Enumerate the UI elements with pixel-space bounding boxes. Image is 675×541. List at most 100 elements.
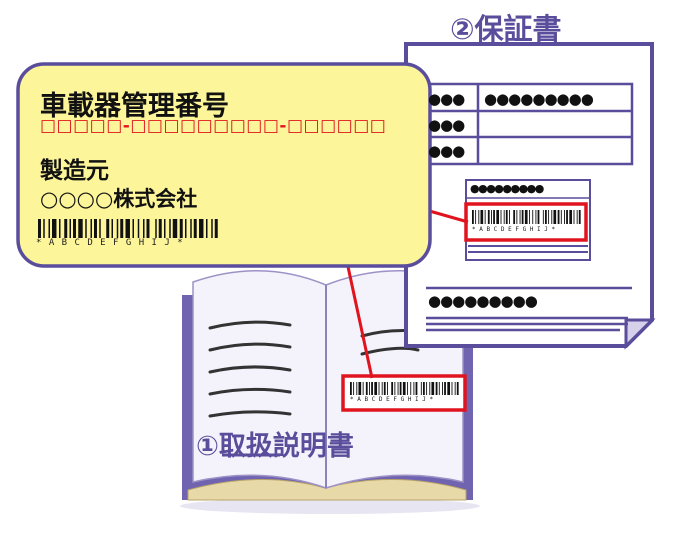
- barcode-bar: [155, 219, 157, 238]
- barcode-bar: [438, 382, 440, 395]
- barcode-bar: [369, 382, 370, 395]
- manual-title: ①取扱説明書: [196, 431, 354, 462]
- barcode-bar: [179, 219, 183, 238]
- barcode-bar: [415, 382, 418, 395]
- barcode-bar: [410, 382, 412, 395]
- barcode-bar: [557, 210, 560, 224]
- barcode-bar: [480, 210, 484, 224]
- barcode-bar: [456, 382, 459, 395]
- barcode-bar: [496, 210, 500, 224]
- barcode-bar: [532, 210, 534, 224]
- barcode-bar: [64, 219, 68, 238]
- barcode-bar: [560, 210, 562, 224]
- barcode-bar: [52, 219, 57, 238]
- barcode-bar: [214, 219, 218, 238]
- barcode-bar: [509, 210, 510, 224]
- warranty-barcode: [472, 210, 581, 224]
- barcode-bar: [387, 382, 388, 395]
- warranty-barcode-text: * A B C D E F G H I J *: [472, 226, 556, 233]
- barcode-bar: [206, 219, 208, 238]
- barcode-bar: [85, 219, 87, 238]
- barcode-bar: [553, 210, 557, 224]
- barcode-bar: [190, 219, 192, 238]
- warranty-label-dots: ●●●●●●●●●: [470, 182, 544, 195]
- card-barcode-text: * A B C D E F G H I J *: [36, 238, 184, 248]
- barcode-bar: [493, 210, 495, 224]
- manual-barcode-text: * A B C D E F G H I J *: [350, 396, 434, 403]
- barcode-bar: [402, 382, 406, 395]
- barcode-bar: [548, 210, 550, 224]
- barcode-bar: [356, 382, 358, 395]
- warranty-title: ②保証書: [450, 12, 562, 46]
- barcode-bar: [169, 219, 171, 238]
- barcode-bar: [569, 210, 573, 224]
- barcode-bar: [374, 382, 378, 395]
- barcode-bar: [524, 210, 528, 224]
- barcode-bar: [94, 219, 97, 238]
- barcode-bar: [505, 210, 508, 224]
- barcode-bar: [544, 210, 547, 224]
- barcode-bar: [535, 210, 537, 224]
- card-maker-label: 製造元: [40, 158, 109, 184]
- barcode-bar: [399, 382, 402, 395]
- warranty-table-cell: ●●●: [428, 142, 465, 160]
- barcode-bar: [513, 210, 516, 224]
- barcode-bar: [143, 219, 145, 238]
- barcode-bar: [422, 382, 425, 395]
- barcode-bar: [576, 210, 578, 224]
- barcode-bar: [125, 219, 130, 238]
- manual-book: [180, 270, 480, 514]
- barcode-bar: [566, 210, 568, 224]
- barcode-bar: [132, 219, 134, 238]
- barcode-bar: [381, 382, 383, 395]
- barcode-bar: [491, 210, 492, 224]
- card-title: 車載器管理番号: [40, 91, 229, 122]
- barcode-bar: [472, 210, 474, 224]
- warranty-table-cell: ●●●: [428, 116, 465, 134]
- barcode-bar: [516, 210, 518, 224]
- barcode-bar: [362, 382, 364, 395]
- barcode-bar: [431, 382, 435, 395]
- manual-barcode: [350, 382, 459, 395]
- barcode-bar: [529, 210, 531, 224]
- barcode-bar: [394, 382, 396, 395]
- barcode-bar: [537, 210, 540, 224]
- barcode-bar: [120, 219, 124, 238]
- barcode-bar: [487, 210, 490, 224]
- barcode-bar: [391, 382, 394, 395]
- barcode-bar: [551, 210, 553, 224]
- barcode-bar: [48, 219, 50, 238]
- barcode-bar: [111, 219, 113, 238]
- barcode-bar: [564, 210, 565, 224]
- card-background: [16, 62, 432, 268]
- warranty-table-cell: ●●●: [428, 90, 465, 108]
- barcode-bar: [172, 219, 178, 238]
- barcode-bar: [426, 382, 428, 395]
- barcode-bar: [420, 382, 422, 395]
- barcode-bar: [365, 382, 368, 395]
- barcode-bar: [442, 382, 443, 395]
- barcode-bar: [59, 219, 61, 238]
- barcode-bar: [451, 382, 453, 395]
- barcode-bar: [164, 219, 166, 238]
- barcode-bar: [38, 219, 41, 238]
- barcode-bar: [413, 382, 415, 395]
- warranty-table-cell: ●●●●●●●●●: [484, 90, 594, 108]
- barcode-bar: [350, 382, 352, 395]
- barcode-bar: [90, 219, 92, 238]
- callout-line-manual: [345, 261, 374, 379]
- barcode-bar: [158, 219, 162, 238]
- barcode-bar: [503, 210, 505, 224]
- barcode-bar: [106, 219, 110, 238]
- card-maker: ○○○○株式会社: [40, 187, 198, 211]
- barcode-bar: [444, 382, 446, 395]
- barcode-bar: [146, 219, 150, 238]
- barcode-bar: [78, 219, 83, 238]
- barcode-bar: [69, 219, 71, 238]
- barcode-bar: [43, 219, 45, 238]
- callout-line-warranty: [425, 208, 469, 224]
- warranty-footer-dots: ●●●●●●●●●: [428, 292, 538, 310]
- barcode-bar: [429, 382, 431, 395]
- barcode-bar: [397, 382, 399, 395]
